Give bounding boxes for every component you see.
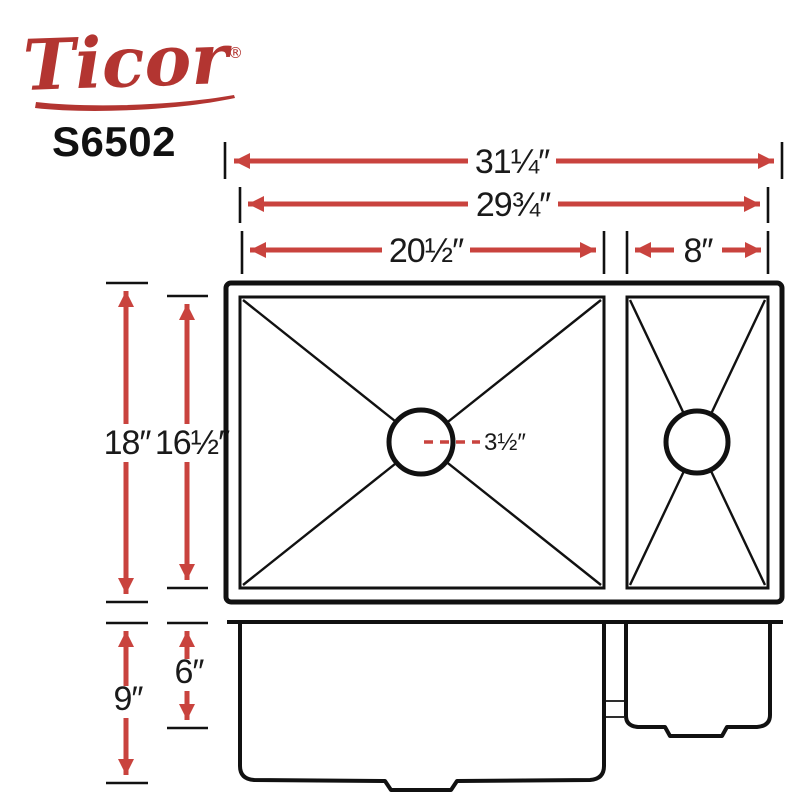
dim-small-bowl-width: 8″ [625, 231, 770, 274]
small-bowl-profile [624, 624, 772, 738]
dim-label-large-bowl-width: 20½″ [389, 232, 464, 270]
dim-overall-depth: 18″ [104, 281, 152, 604]
brand-logo: Ticor ® [22, 16, 262, 126]
dim-bowl-depth: 16½″ [155, 294, 231, 590]
dim-label-large-bowl-depth: 9″ [114, 680, 144, 718]
model-number: S6502 [52, 118, 176, 165]
small-bowl-outline [625, 295, 770, 590]
dim-label-small-bowl-depth: 6″ [175, 653, 205, 691]
small-bowl-drain [663, 408, 731, 476]
dim-label-outer-span: 29¾″ [476, 186, 551, 224]
brand-logo-text: Ticor [22, 17, 234, 107]
registered-trademark: ® [228, 44, 243, 62]
dim-label-small-bowl-width: 8″ [684, 232, 714, 270]
brand-logo-svg: Ticor ® [22, 17, 243, 111]
dim-overall-width: 31¼″ [223, 142, 784, 181]
dim-large-bowl-width: 20½″ [240, 231, 606, 274]
logo-underline-swoosh [35, 95, 235, 111]
side-view [227, 620, 783, 792]
dim-small-bowl-depth: 6″ [167, 621, 208, 730]
large-bowl-drain [386, 407, 456, 477]
dim-large-bowl-depth: 9″ [106, 621, 148, 785]
sink-rim-outline [223, 280, 785, 605]
dim-label-bowl-depth: 16½″ [155, 424, 230, 462]
dim-label-drain-opening: 3½″ [484, 429, 526, 456]
large-bowl-outline [238, 295, 606, 590]
dim-label-overall-depth: 18″ [104, 424, 152, 462]
dim-label-overall-width: 31¼″ [475, 143, 550, 181]
large-bowl-profile [238, 624, 606, 792]
top-view: 3½″ [223, 280, 785, 605]
dim-outer-span: 29¾″ [238, 186, 770, 224]
